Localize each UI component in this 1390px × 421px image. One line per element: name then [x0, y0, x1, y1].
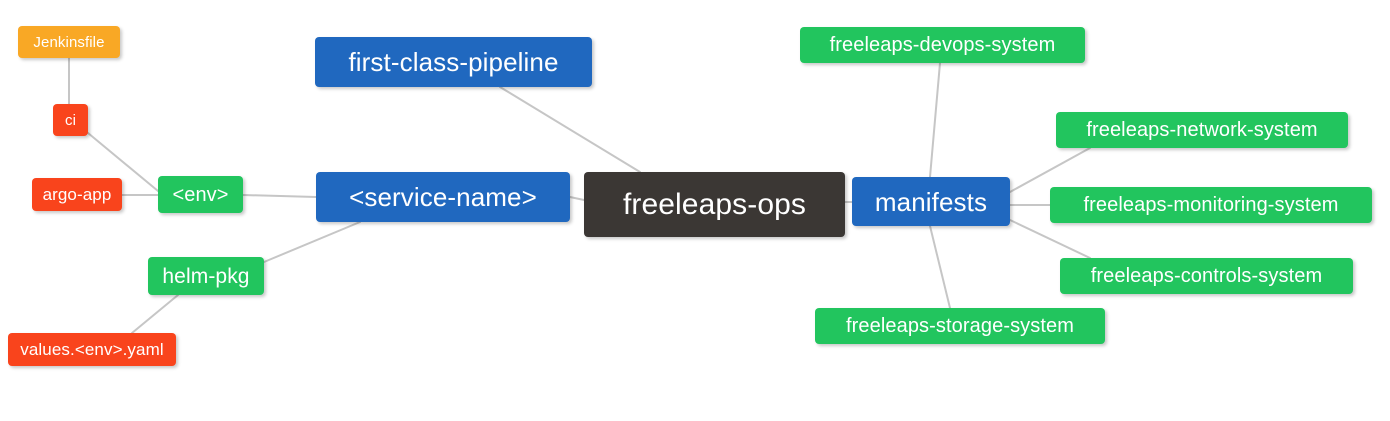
mindmap-node-ci[interactable]: ci: [53, 104, 88, 136]
mindmap-node-root[interactable]: freeleaps-ops: [584, 172, 845, 237]
edge-manifests-to-storage-system: [929, 225, 951, 309]
edge-helm-pkg-to-values-yaml: [131, 294, 179, 334]
edge-manifests-to-controls-system: [1009, 219, 1091, 259]
mindmap-node-monitoring-system[interactable]: freeleaps-monitoring-system: [1050, 187, 1372, 223]
mindmap-node-values-yaml[interactable]: values.<env>.yaml: [8, 333, 176, 366]
mindmap-node-service-name[interactable]: <service-name>: [316, 172, 570, 222]
edge-root-to-first-class-pipeline: [499, 86, 641, 173]
mindmap-node-controls-system[interactable]: freeleaps-controls-system: [1060, 258, 1353, 294]
mindmap-node-storage-system[interactable]: freeleaps-storage-system: [815, 308, 1105, 344]
mindmap-node-network-system[interactable]: freeleaps-network-system: [1056, 112, 1348, 148]
edge-manifests-to-devops-system: [929, 62, 941, 178]
mindmap-node-argo-app[interactable]: argo-app: [32, 178, 122, 211]
mindmap-node-first-class-pipeline[interactable]: first-class-pipeline: [315, 37, 592, 87]
mindmap-node-devops-system[interactable]: freeleaps-devops-system: [800, 27, 1085, 63]
mindmap-node-env[interactable]: <env>: [158, 176, 243, 213]
mindmap-node-helm-pkg[interactable]: helm-pkg: [148, 257, 264, 295]
mindmap-node-jenkinsfile[interactable]: Jenkinsfile: [18, 26, 120, 58]
edge-root-to-service-name: [569, 196, 585, 201]
mindmap-node-manifests[interactable]: manifests: [852, 177, 1010, 226]
edge-manifests-to-network-system: [1009, 147, 1091, 193]
edge-service-name-to-helm-pkg: [263, 221, 361, 263]
edge-service-name-to-env: [242, 194, 317, 198]
